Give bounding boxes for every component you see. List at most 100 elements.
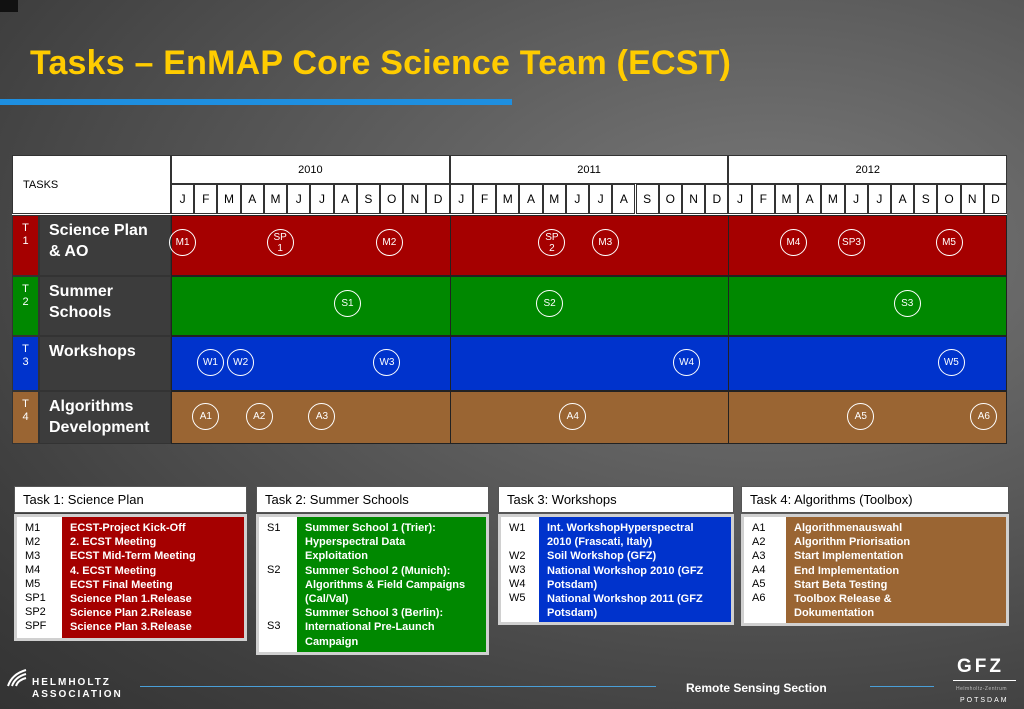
month-header: S <box>914 184 938 214</box>
milestone-sp2[interactable]: SP 2 <box>538 229 566 256</box>
legend-description-line: Summer School 2 (Munich): <box>305 564 451 577</box>
legend-description-line: Science Plan 3.Release <box>70 621 192 634</box>
legend-panel-body: S1 S2 S3 Summer School 1 (Trier): Hyperspe… <box>256 514 489 655</box>
milestone-a3[interactable]: A3 <box>308 403 336 430</box>
month-header: A <box>519 184 543 214</box>
helmholtz-wordmark: HELMHOLTZ ASSOCIATION <box>32 677 123 701</box>
milestone-s1[interactable]: S1 <box>334 289 361 317</box>
footer-rule-right <box>870 686 934 687</box>
milestone-m1[interactable]: M1 <box>169 229 197 256</box>
legend-description-line: Soil Workshop (GFZ) <box>547 550 657 563</box>
month-header: J <box>310 184 334 214</box>
task-name-1: Science Plan & AO <box>39 215 171 276</box>
year-separator <box>728 276 730 336</box>
milestone-m3[interactable]: M3 <box>591 229 619 256</box>
legend-description-line: National Workshop 2011 (GFZ <box>547 593 703 606</box>
month-header: J <box>844 184 868 214</box>
month-header: S <box>356 184 381 214</box>
milestone-w5[interactable]: W5 <box>937 349 965 376</box>
year-separator <box>728 215 730 276</box>
milestone-m2[interactable]: M2 <box>375 229 403 256</box>
legend-codes: S1 S2 S3 <box>259 517 297 652</box>
milestone-s3[interactable]: S3 <box>893 289 921 317</box>
legend-panel-title: Task 1: Science Plan <box>14 486 247 513</box>
legend-description-line: 2010 (Frascati, Italy) <box>547 536 653 549</box>
legend-codes: W1 W2 W3 W4 W5 <box>501 517 539 622</box>
milestone-sp3[interactable]: SP3 <box>837 229 865 256</box>
task-bar-1 <box>171 215 1008 276</box>
legend-description-line: Science Plan 2.Release <box>70 607 192 620</box>
legend-codes: A1 A2 A3 A4 A5 A6 <box>744 517 786 623</box>
gfz-rule <box>953 680 1016 681</box>
legend-panel-task-4: Task 4: Algorithms (Toolbox)A1 A2 A3 A4 … <box>741 486 1009 626</box>
gfz-potsdam: POTSDAM <box>960 697 1009 704</box>
task-bar-3 <box>171 336 1008 391</box>
task-id-3: T 3 <box>12 336 39 391</box>
milestone-a6[interactable]: A6 <box>970 403 998 430</box>
legend-description-line: End Implementation <box>794 564 900 577</box>
month-header: N <box>403 184 427 214</box>
title-underline <box>0 99 512 105</box>
legend-description-line: Summer School 1 (Trier): <box>305 522 436 534</box>
month-header: M <box>542 184 566 214</box>
milestone-a1[interactable]: A1 <box>192 403 220 430</box>
legend-description-line: 4. ECST Meeting <box>70 564 157 577</box>
month-header: A <box>240 184 264 214</box>
year-header-2012: 2012 <box>728 155 1008 184</box>
month-header: J <box>565 184 590 214</box>
month-header: O <box>380 184 404 214</box>
milestone-a4[interactable]: A4 <box>559 403 587 430</box>
task-id-1: T 1 <box>12 215 39 276</box>
legend-description-line: Potsdam) <box>547 578 598 591</box>
month-header: N <box>960 184 984 214</box>
year-separator <box>728 391 730 444</box>
milestone-w2[interactable]: W2 <box>227 349 255 376</box>
milestone-w4[interactable]: W4 <box>673 349 701 376</box>
year-separator <box>449 391 451 444</box>
legend-panel-title: Task 3: Workshops <box>498 486 734 513</box>
month-header: A <box>890 184 915 214</box>
month-header: A <box>612 184 636 214</box>
milestone-m4[interactable]: M4 <box>779 229 807 256</box>
month-header: M <box>821 184 845 214</box>
milestone-m5[interactable]: M5 <box>935 229 963 256</box>
month-header: F <box>472 184 497 214</box>
milestone-sp1[interactable]: SP 1 <box>266 229 294 256</box>
month-header: J <box>287 184 311 214</box>
year-separator <box>449 276 451 336</box>
legend-description-line: ECST Final Meeting <box>70 578 173 591</box>
milestone-a2[interactable]: A2 <box>245 403 273 430</box>
task-id-2: T 2 <box>12 276 39 336</box>
legend-description-line: Dokumentation <box>794 607 875 620</box>
month-header: J <box>728 184 752 214</box>
year-separator <box>449 336 451 391</box>
legend-description-line: Start Beta Testing <box>794 578 888 591</box>
legend-description-line: Toolbox Release & <box>794 593 892 606</box>
legend-description-line: Summer School 3 (Berlin): <box>305 607 444 620</box>
tasks-header: TASKS <box>12 155 171 214</box>
milestone-w1[interactable]: W1 <box>196 349 224 376</box>
legend-description-line: Hyperspectral Data <box>305 536 406 549</box>
milestone-w3[interactable]: W3 <box>373 349 401 376</box>
month-header: D <box>983 184 1008 214</box>
legend-descriptions: Summer School 1 (Trier): Hyperspectral Da… <box>297 517 486 652</box>
milestone-s2[interactable]: S2 <box>536 289 564 317</box>
task-id-4: T 4 <box>12 391 39 444</box>
month-header: O <box>937 184 961 214</box>
gfz-logo: GFZ <box>957 656 1004 677</box>
year-separator <box>449 215 451 276</box>
month-header: J <box>867 184 891 214</box>
legend-codes: M1 M2 M3 M4 M5 SP1 SP2 SPF <box>17 517 62 638</box>
task-name-2: Summer Schools <box>39 276 171 336</box>
task-bar-2 <box>171 276 1008 336</box>
milestone-a5[interactable]: A5 <box>847 403 875 430</box>
month-header: M <box>496 184 520 214</box>
page-title: Tasks – EnMAP Core Science Team (ECST) <box>30 44 732 82</box>
month-header: D <box>705 184 729 214</box>
